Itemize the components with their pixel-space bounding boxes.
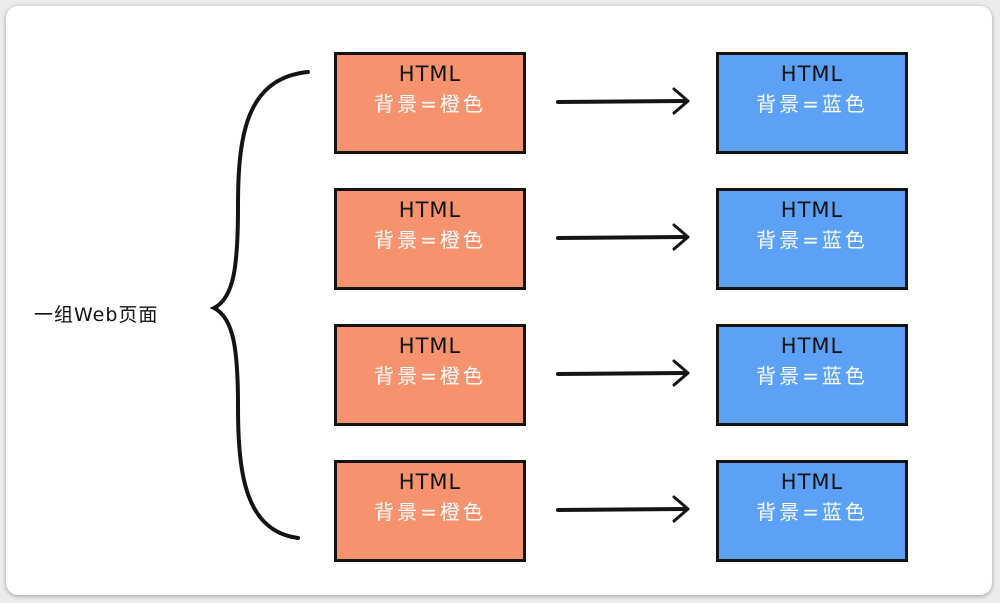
group-brace (209, 70, 310, 540)
box-text: 背景=橙色 (374, 500, 486, 524)
blue-html-box: HTML 背景=蓝色 (716, 52, 908, 154)
box-text: 背景=橙色 (374, 92, 486, 116)
box-title: HTML (398, 198, 462, 222)
blue-html-box: HTML 背景=蓝色 (716, 324, 908, 426)
box-title: HTML (780, 62, 844, 86)
blue-html-box: HTML 背景=蓝色 (716, 188, 908, 290)
box-text: 背景=蓝色 (756, 92, 868, 116)
diagram-canvas: 一组Web页面 HTML 背景=橙色 HTML 背景=蓝色 HTML 背景=橙色… (6, 6, 992, 595)
arrow (556, 359, 690, 387)
arrow (556, 223, 690, 251)
arrow (556, 87, 690, 115)
box-title: HTML (780, 334, 844, 358)
box-text: 背景=蓝色 (756, 228, 868, 252)
box-title: HTML (398, 470, 462, 494)
blue-html-box: HTML 背景=蓝色 (716, 460, 908, 562)
box-text: 背景=蓝色 (756, 364, 868, 388)
box-text: 背景=蓝色 (756, 500, 868, 524)
connectors-layer (209, 70, 690, 540)
orange-html-box: HTML 背景=橙色 (334, 460, 526, 562)
orange-html-box: HTML 背景=橙色 (334, 188, 526, 290)
box-title: HTML (780, 470, 844, 494)
group-label: 一组Web页面 (34, 304, 159, 326)
arrow (556, 495, 690, 523)
orange-html-box: HTML 背景=橙色 (334, 324, 526, 426)
box-title: HTML (780, 198, 844, 222)
box-text: 背景=橙色 (374, 364, 486, 388)
orange-html-box: HTML 背景=橙色 (334, 52, 526, 154)
box-text: 背景=橙色 (374, 228, 486, 252)
box-title: HTML (398, 62, 462, 86)
box-title: HTML (398, 334, 462, 358)
